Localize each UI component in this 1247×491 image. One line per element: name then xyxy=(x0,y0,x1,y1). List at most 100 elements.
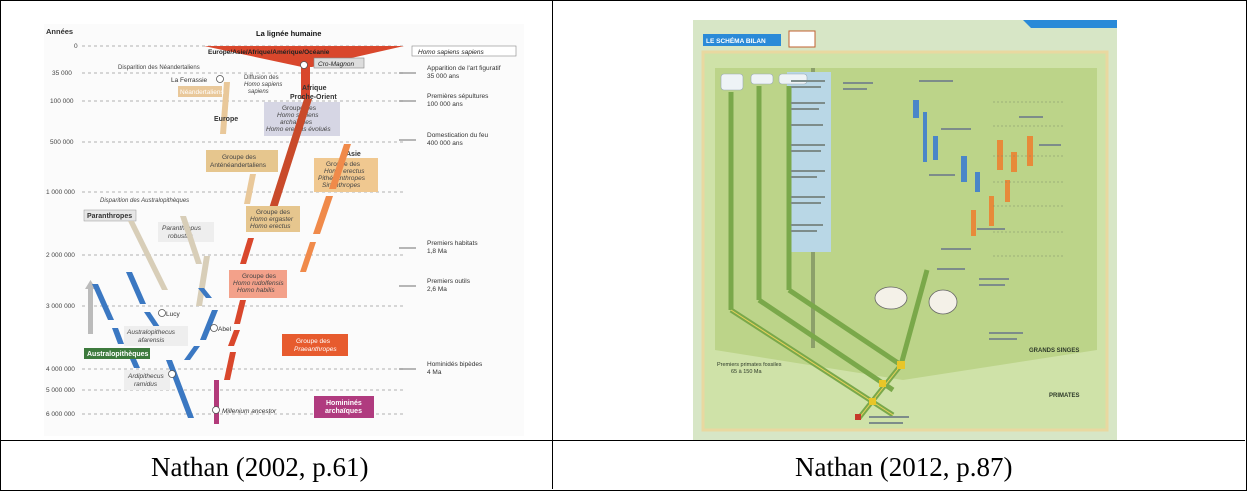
ramidus-box xyxy=(124,370,170,390)
year-label: 5 000 000 xyxy=(46,387,75,394)
tree-area xyxy=(715,68,1097,380)
erectus-asia-branch xyxy=(300,144,351,272)
ramidus-label: Ardipithecus xyxy=(127,373,165,380)
event-label: Domestication du feu xyxy=(427,132,488,139)
hominin-bars-blue xyxy=(913,100,980,192)
hominin-bars-orange xyxy=(971,136,1033,236)
neandertal-box xyxy=(178,86,222,97)
right-figure-schema-bilan: LE SCHÉMA BILAN xyxy=(693,20,1117,440)
event-arrows xyxy=(399,72,416,370)
column-divider xyxy=(552,0,553,489)
millenium-label: Millenium ancestor xyxy=(222,408,277,415)
skull-icon xyxy=(874,286,908,310)
event-label: 1,8 Ma xyxy=(427,248,447,255)
ancestor-nodes xyxy=(869,361,905,405)
rudolfensis-label: Homo rudolfensis xyxy=(233,280,284,287)
erectus-label: Pithécanthropes xyxy=(318,175,366,182)
ergaster-label: Groupe des xyxy=(256,209,291,216)
paranthropus-label: robustus xyxy=(168,233,194,240)
ergaster-box xyxy=(246,206,300,232)
modern-humans-funnel xyxy=(204,46,404,67)
millenium-branch xyxy=(214,380,219,424)
afarensis-box xyxy=(124,326,188,346)
diffusion-label: sapiens xyxy=(248,89,269,95)
rudolfensis-label: Groupe des xyxy=(242,273,277,280)
cro-magnon-box xyxy=(313,57,365,69)
neandertal-extinction-label: Disparition des Néandertaliens xyxy=(118,65,200,71)
sapiens-branch xyxy=(264,99,312,224)
praeanthropes-box xyxy=(282,334,348,356)
abel-label: Abel xyxy=(218,326,232,333)
grands-singes-label: GRANDS SINGES xyxy=(1029,348,1079,354)
ramidus-label: ramidus xyxy=(134,381,158,388)
event-label: 2,6 Ma xyxy=(427,286,447,293)
la-ferrassie-label: La Ferrassie xyxy=(171,77,208,84)
year-label: 3 000 000 xyxy=(46,303,75,310)
sapiens-label: Homo sapiens sapiens xyxy=(418,49,485,56)
erectus-label: Homo erectus xyxy=(324,168,365,175)
event-label: 400 000 ans xyxy=(427,140,464,147)
banner-box xyxy=(703,34,781,46)
event-label: Premiers habitats xyxy=(427,240,478,247)
australopithecine-extinction-label: Disparition des Australopithèques xyxy=(100,198,189,204)
primates-label: PRIMATES xyxy=(1049,393,1080,399)
erectus-label: Sinanthropes xyxy=(322,182,361,189)
archaic-sapiens-label: Homo sapiens xyxy=(277,112,319,119)
year-label: 1 000 000 xyxy=(46,189,75,196)
asie-label: Asie xyxy=(346,151,361,158)
schema-bilan-diagram: LE SCHÉMA BILAN xyxy=(693,20,1117,440)
anteneandertal-label: Anténéandertaliens xyxy=(210,162,267,169)
fossil-marker xyxy=(168,370,176,378)
archaic-sapiens-label: Groupe des xyxy=(282,105,317,112)
sapiens-box xyxy=(411,45,517,57)
year-label: 100 000 xyxy=(50,98,74,105)
fossil-marker xyxy=(210,324,218,332)
ergaster-label: Homo ergaster xyxy=(250,216,294,223)
event-label: Apparition de l'art figuratif xyxy=(427,65,501,72)
fossil-marker xyxy=(300,61,308,69)
sapiens-stem xyxy=(301,67,310,99)
skull-icon xyxy=(928,289,958,315)
human-lineage-chart: Années 0 35 000 100 000 500 000 1 000 00… xyxy=(46,27,517,424)
phylogeny-branches xyxy=(728,86,930,420)
rudolfensis-label: Homo habilis xyxy=(237,287,275,294)
afarensis-label: Australopithecus xyxy=(126,329,176,336)
erectus-box xyxy=(314,158,378,192)
year-label: 4 000 000 xyxy=(46,366,75,373)
archaic-sapiens-label: archaïques xyxy=(280,119,313,126)
praeanthropes-label: Praeanthropes xyxy=(294,346,337,353)
year-label: 2 000 000 xyxy=(46,252,75,259)
ergaster-label: Homo erectus xyxy=(250,223,291,230)
caption-left: Nathan (2002, p.61) xyxy=(151,452,369,482)
neandertal-branch xyxy=(220,82,230,134)
neandertal-label: Néandertaliens xyxy=(180,89,224,96)
year-label: 6 000 000 xyxy=(46,411,75,418)
region-top-label: Europe/Asie/Afrique/Amérique/Océanie xyxy=(208,49,330,56)
anteneandertal-label: Groupe des xyxy=(222,154,257,161)
event-label: Premiers outils xyxy=(427,278,471,285)
corner-decoration xyxy=(1023,20,1117,28)
australopitheques-box xyxy=(84,348,150,359)
paranthropes-box xyxy=(83,209,137,222)
praeanthropes-label: Groupe des xyxy=(296,338,331,345)
paranthropes-label: Paranthropes xyxy=(87,213,132,220)
lucy-label: Lucy xyxy=(166,311,180,318)
event-label: Premières sépultures xyxy=(427,93,489,100)
europe-label: Europe xyxy=(214,116,238,123)
diffusion-label: Diffusion des xyxy=(244,75,279,81)
chart-title: La lignée humaine xyxy=(256,29,321,38)
caption-divider xyxy=(0,440,1245,441)
proche-orient-label: Proche-Orient xyxy=(290,94,337,101)
event-label: 100 000 ans xyxy=(427,101,464,108)
diffusion-label: Homo sapiens xyxy=(244,82,282,88)
hominines-label: archaïques xyxy=(325,408,362,415)
events-list: Apparition de l'art figuratif 35 000 ans… xyxy=(427,65,501,376)
paranthropus-branches xyxy=(128,216,210,306)
rudolfensis-box xyxy=(229,270,287,298)
annee-tag xyxy=(788,30,816,48)
unreadable-small-text xyxy=(791,80,1061,424)
paranthropus-label: Paranthropus xyxy=(162,225,202,232)
first-primates-label: 65 à 150 Ma xyxy=(731,369,763,375)
anteneandertal-branch xyxy=(244,174,256,204)
cro-magnon-label: Cro-Magnon xyxy=(318,61,355,68)
